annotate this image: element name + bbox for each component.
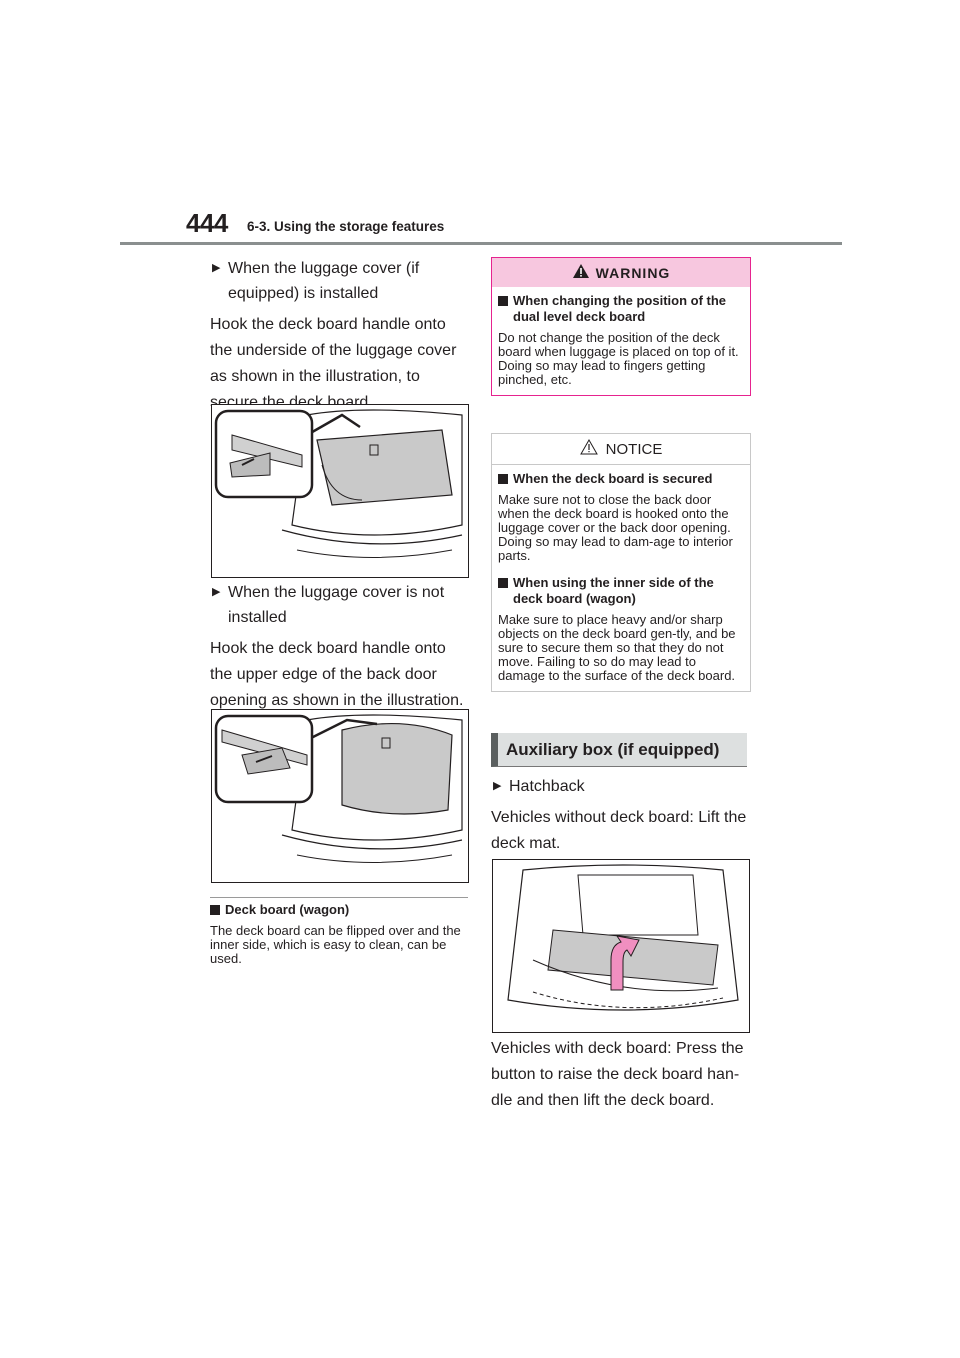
warning-box: WARNING When changing the position of th… (491, 257, 751, 396)
bullet-hatchback: ▶Hatchback (491, 774, 749, 799)
square-bullet-icon (498, 578, 508, 588)
section-title: 6-3. Using the storage features (247, 219, 445, 234)
square-bullet-icon (210, 905, 220, 915)
note-title: Deck board (wagon) (210, 902, 468, 918)
paragraph-without-deck-board: Vehicles without deck board: Lift the de… (491, 809, 747, 852)
left-column-2: ▶When the luggage cover is not installed… (210, 580, 468, 714)
auxiliary-box-heading: Auxiliary box (if equipped) (491, 733, 747, 767)
deck-board-note: Deck board (wagon) The deck board can be… (210, 902, 468, 966)
page-number: 444 (186, 208, 228, 238)
bullet-cover-not-installed: ▶When the luggage cover is not installed (210, 580, 468, 630)
notice-body: When the deck board is secured Make sure… (492, 465, 750, 691)
triangle-bullet-icon: ▶ (212, 586, 221, 598)
warning-triangle-icon (572, 263, 590, 282)
paragraph-hook-underside: Hook the deck board handle onto the unde… (210, 316, 457, 411)
paragraph-hook-upper-edge: Hook the deck board handle onto the uppe… (210, 640, 464, 709)
paragraph-with-deck-board: Vehicles with deck board: Press the butt… (491, 1040, 744, 1109)
square-bullet-icon (498, 474, 508, 484)
right-column-2: Vehicles with deck board: Press the butt… (491, 1036, 749, 1114)
notice-box: NOTICE When the deck board is secured Ma… (491, 433, 751, 692)
triangle-bullet-icon: ▶ (493, 780, 502, 792)
warning-text: Do not change the position of the deck b… (498, 330, 739, 387)
right-column: ▶Hatchback Vehicles without deck board: … (491, 774, 749, 857)
warning-header: WARNING (492, 258, 750, 287)
notice-header: NOTICE (492, 434, 750, 465)
illustration-lift-deck-mat (492, 859, 750, 1033)
notice-triangle-icon (579, 438, 598, 459)
warning-title: When changing the position of the dual l… (498, 293, 744, 325)
left-column: ▶When the luggage cover (if equipped) is… (210, 256, 468, 416)
note-divider (210, 897, 468, 898)
notice-text-1: Make sure not to close the back door whe… (498, 492, 733, 563)
triangle-bullet-icon: ▶ (212, 262, 221, 274)
bullet-cover-installed: ▶When the luggage cover (if equipped) is… (210, 256, 468, 306)
note-text: The deck board can be flipped over and t… (210, 923, 461, 966)
illustration-cover-installed (211, 404, 469, 578)
notice-text-2: Make sure to place heavy and/or sharp ob… (498, 612, 736, 683)
notice-title-2: When using the inner side of the deck bo… (498, 575, 744, 607)
square-bullet-icon (498, 296, 508, 306)
notice-title-1: When the deck board is secured (498, 471, 744, 487)
header-rule (120, 242, 842, 245)
illustration-cover-not-installed (211, 709, 469, 883)
warning-body: When changing the position of the dual l… (492, 287, 750, 395)
